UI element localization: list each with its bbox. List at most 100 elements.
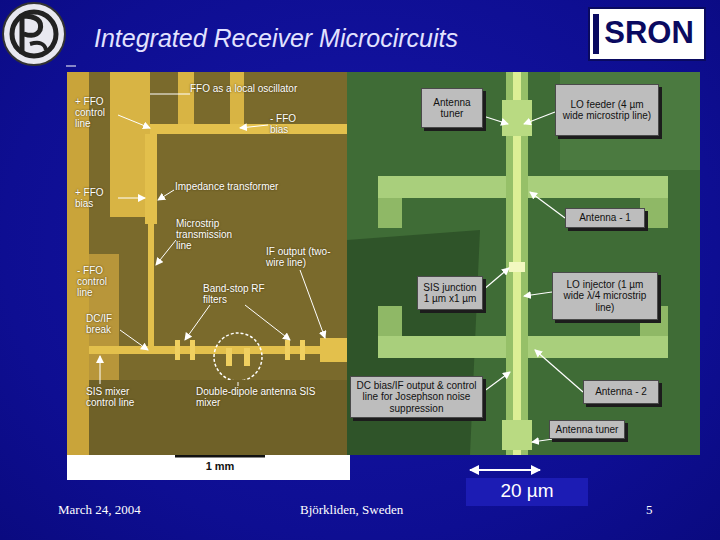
part-label: Double-dipole antenna SIS mixer	[196, 386, 316, 408]
callout-content: SIS junction 1 µm x1 µm	[421, 282, 479, 304]
footer-place: Björkliden, Sweden	[300, 503, 460, 517]
logo-ring	[12, 12, 56, 56]
leader-line	[240, 125, 268, 128]
leader-line	[120, 330, 148, 350]
part-label: Microstrip transmission line	[176, 218, 248, 251]
antenna-pad	[378, 306, 402, 336]
callout-text: Antenna tuner	[425, 97, 479, 119]
callout-box: SIS junction 1 µm x1 µm	[417, 276, 483, 310]
leader-line	[118, 115, 150, 128]
leader-line	[483, 268, 509, 290]
if-pad	[320, 338, 350, 362]
part-label: SIS mixer control line	[86, 386, 158, 408]
leader-line	[524, 112, 555, 124]
institute-logo	[3, 3, 65, 65]
logo-glyph	[30, 43, 46, 50]
ffo-electrode	[230, 72, 244, 124]
leader-line	[483, 372, 510, 392]
scale-arrow	[470, 469, 540, 471]
callout-content: Antenna - 1	[579, 212, 631, 223]
microstrip-line	[89, 346, 350, 354]
callout-content: DC bias/IF output & control line for Jos…	[354, 380, 479, 414]
callout-text: LO injector (1 µm wide λ/4 microstrip li…	[556, 279, 654, 313]
part-label: Impedance transformer	[175, 181, 305, 192]
callout-content: LO injector (1 µm wide λ/4 microstrip li…	[556, 279, 654, 313]
leader-line	[158, 190, 174, 200]
callout-content: Antenna tuner	[556, 424, 619, 435]
dipole	[226, 348, 232, 366]
micrograph	[347, 72, 700, 455]
microstrip-line	[148, 224, 154, 346]
dipole	[244, 348, 250, 366]
scale-strip	[67, 455, 350, 480]
antenna-tuner	[502, 420, 532, 450]
part-label: + FFO control line	[75, 96, 117, 129]
callout-text: DC bias/IF output & control line for Jos…	[354, 380, 479, 414]
ffo-control-line	[150, 124, 350, 134]
mixer-outline	[214, 333, 262, 381]
leader-line	[150, 94, 190, 95]
footer-date: March 24, 2004	[58, 503, 198, 517]
leader-line	[300, 270, 325, 338]
logo-glyph	[22, 14, 41, 54]
part-label: + FFO bias	[75, 187, 117, 209]
sis-junction	[509, 262, 525, 272]
leader-line	[238, 382, 239, 386]
rf-filter	[175, 340, 180, 360]
leader-line	[535, 350, 583, 392]
slide-title: Integrated Receiver Microcircuits	[94, 25, 458, 53]
part-label: - FFO bias	[270, 113, 312, 135]
callout-box: Antenna tuner	[549, 420, 625, 439]
callout-text: SIS junction 1 µm x1 µm	[421, 282, 479, 304]
chip-photo	[67, 72, 350, 480]
logo-disc	[3, 3, 65, 65]
callout-box: Antenna - 2	[583, 380, 659, 404]
callout-content: Antenna - 2	[595, 386, 647, 397]
rf-filter	[285, 340, 290, 360]
ffo-bias-pad	[110, 72, 150, 217]
title-rule	[66, 66, 76, 67]
logo-text: SRON	[597, 16, 701, 50]
page-number: 5	[646, 503, 676, 517]
antenna-tuner	[502, 100, 532, 136]
callout-box: DC bias/IF output & control line for Jos…	[350, 376, 483, 418]
callout-content: Antenna tuner	[425, 97, 479, 119]
callout-text: LO feeder (4 µm wide microstrip line)	[559, 99, 655, 121]
impedance-transformer	[145, 134, 157, 224]
gold-pad	[67, 72, 89, 455]
scale-label: 1 mm	[180, 460, 260, 472]
leader-line	[185, 305, 210, 340]
leader-line	[530, 192, 565, 218]
rf-filter	[190, 340, 195, 360]
part-label: DC/IF break	[86, 313, 130, 335]
scale-label: 20 µm	[466, 481, 588, 502]
chip-substrate	[67, 72, 350, 458]
callout-text: Antenna - 1	[579, 212, 631, 223]
callout-text: Antenna tuner	[556, 424, 619, 435]
part-label: Band-stop RF filters	[203, 283, 265, 305]
leader-line	[156, 240, 176, 265]
scale-box	[466, 478, 588, 506]
callout-box: Antenna - 1	[565, 208, 645, 228]
callout-box: Antenna tuner	[421, 88, 483, 128]
leader-line	[483, 116, 508, 124]
part-label: FFO as a local oscillator	[190, 83, 330, 94]
part-label: - FFO control line	[77, 265, 119, 298]
callout-text: Antenna - 2	[595, 386, 647, 397]
antenna-pad	[378, 198, 402, 228]
leader-line	[245, 305, 290, 340]
callout-box: LO injector (1 µm wide λ/4 microstrip li…	[552, 272, 658, 320]
ffo-electrode	[178, 72, 194, 124]
rf-filter	[300, 340, 305, 360]
sron-logo-bar	[593, 14, 599, 54]
sron-logo-frame	[589, 8, 705, 60]
callout-content: LO feeder (4 µm wide microstrip line)	[559, 99, 655, 121]
micrograph-background	[347, 72, 700, 455]
part-label: IF output (two-wire line)	[266, 246, 348, 268]
leader-line	[118, 198, 145, 199]
callout-box: LO feeder (4 µm wide microstrip line)	[555, 84, 659, 136]
leader-line	[100, 356, 101, 384]
leader-line	[524, 292, 552, 296]
